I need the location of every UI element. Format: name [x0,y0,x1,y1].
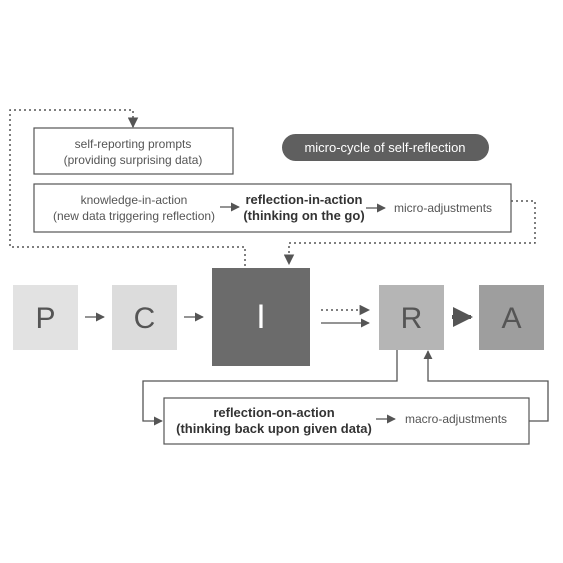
stage-p-box [13,285,78,350]
stage-i-box [212,268,310,366]
stage-a-letter: A [501,302,521,335]
micro-reflection-box [33,183,512,233]
stage-r-letter: R [401,302,423,335]
stage-c-letter: C [134,302,156,335]
stage-c-box [112,285,177,350]
prompts-line1: self-reporting prompts [75,137,192,151]
macro-loop-left [142,350,398,426]
micro-cycle-badge-label: micro-cycle of self-reflection [304,140,465,155]
dotted-loop-top [9,109,246,266]
knowledge-in-action-label: knowledge-in-action [81,193,188,207]
reflection-in-action-sublabel: (thinking on the go) [243,208,364,223]
stage-i-letter: I [256,298,265,336]
knowledge-in-action-sublabel: (new data triggering reflection) [53,209,215,223]
stage-r-box [379,285,444,350]
reflection-on-action-label: reflection-on-action [213,405,334,420]
prompts-box [33,127,234,175]
macro-loop-right [423,350,549,422]
reflection-on-action-sublabel: (thinking back upon given data) [176,421,372,436]
micro-cycle-badge [282,134,489,161]
macro-adjustments-label: macro-adjustments [405,412,507,426]
stage-a-box [479,285,544,350]
dotted-loop-micro-to-i [283,200,536,266]
micro-adjustments-label: micro-adjustments [394,201,492,215]
macro-reflection-box [163,397,530,445]
stage-p-letter: P [35,302,55,335]
prompts-line2: (providing surprising data) [64,153,203,167]
reflection-in-action-label: reflection-in-action [245,192,362,207]
